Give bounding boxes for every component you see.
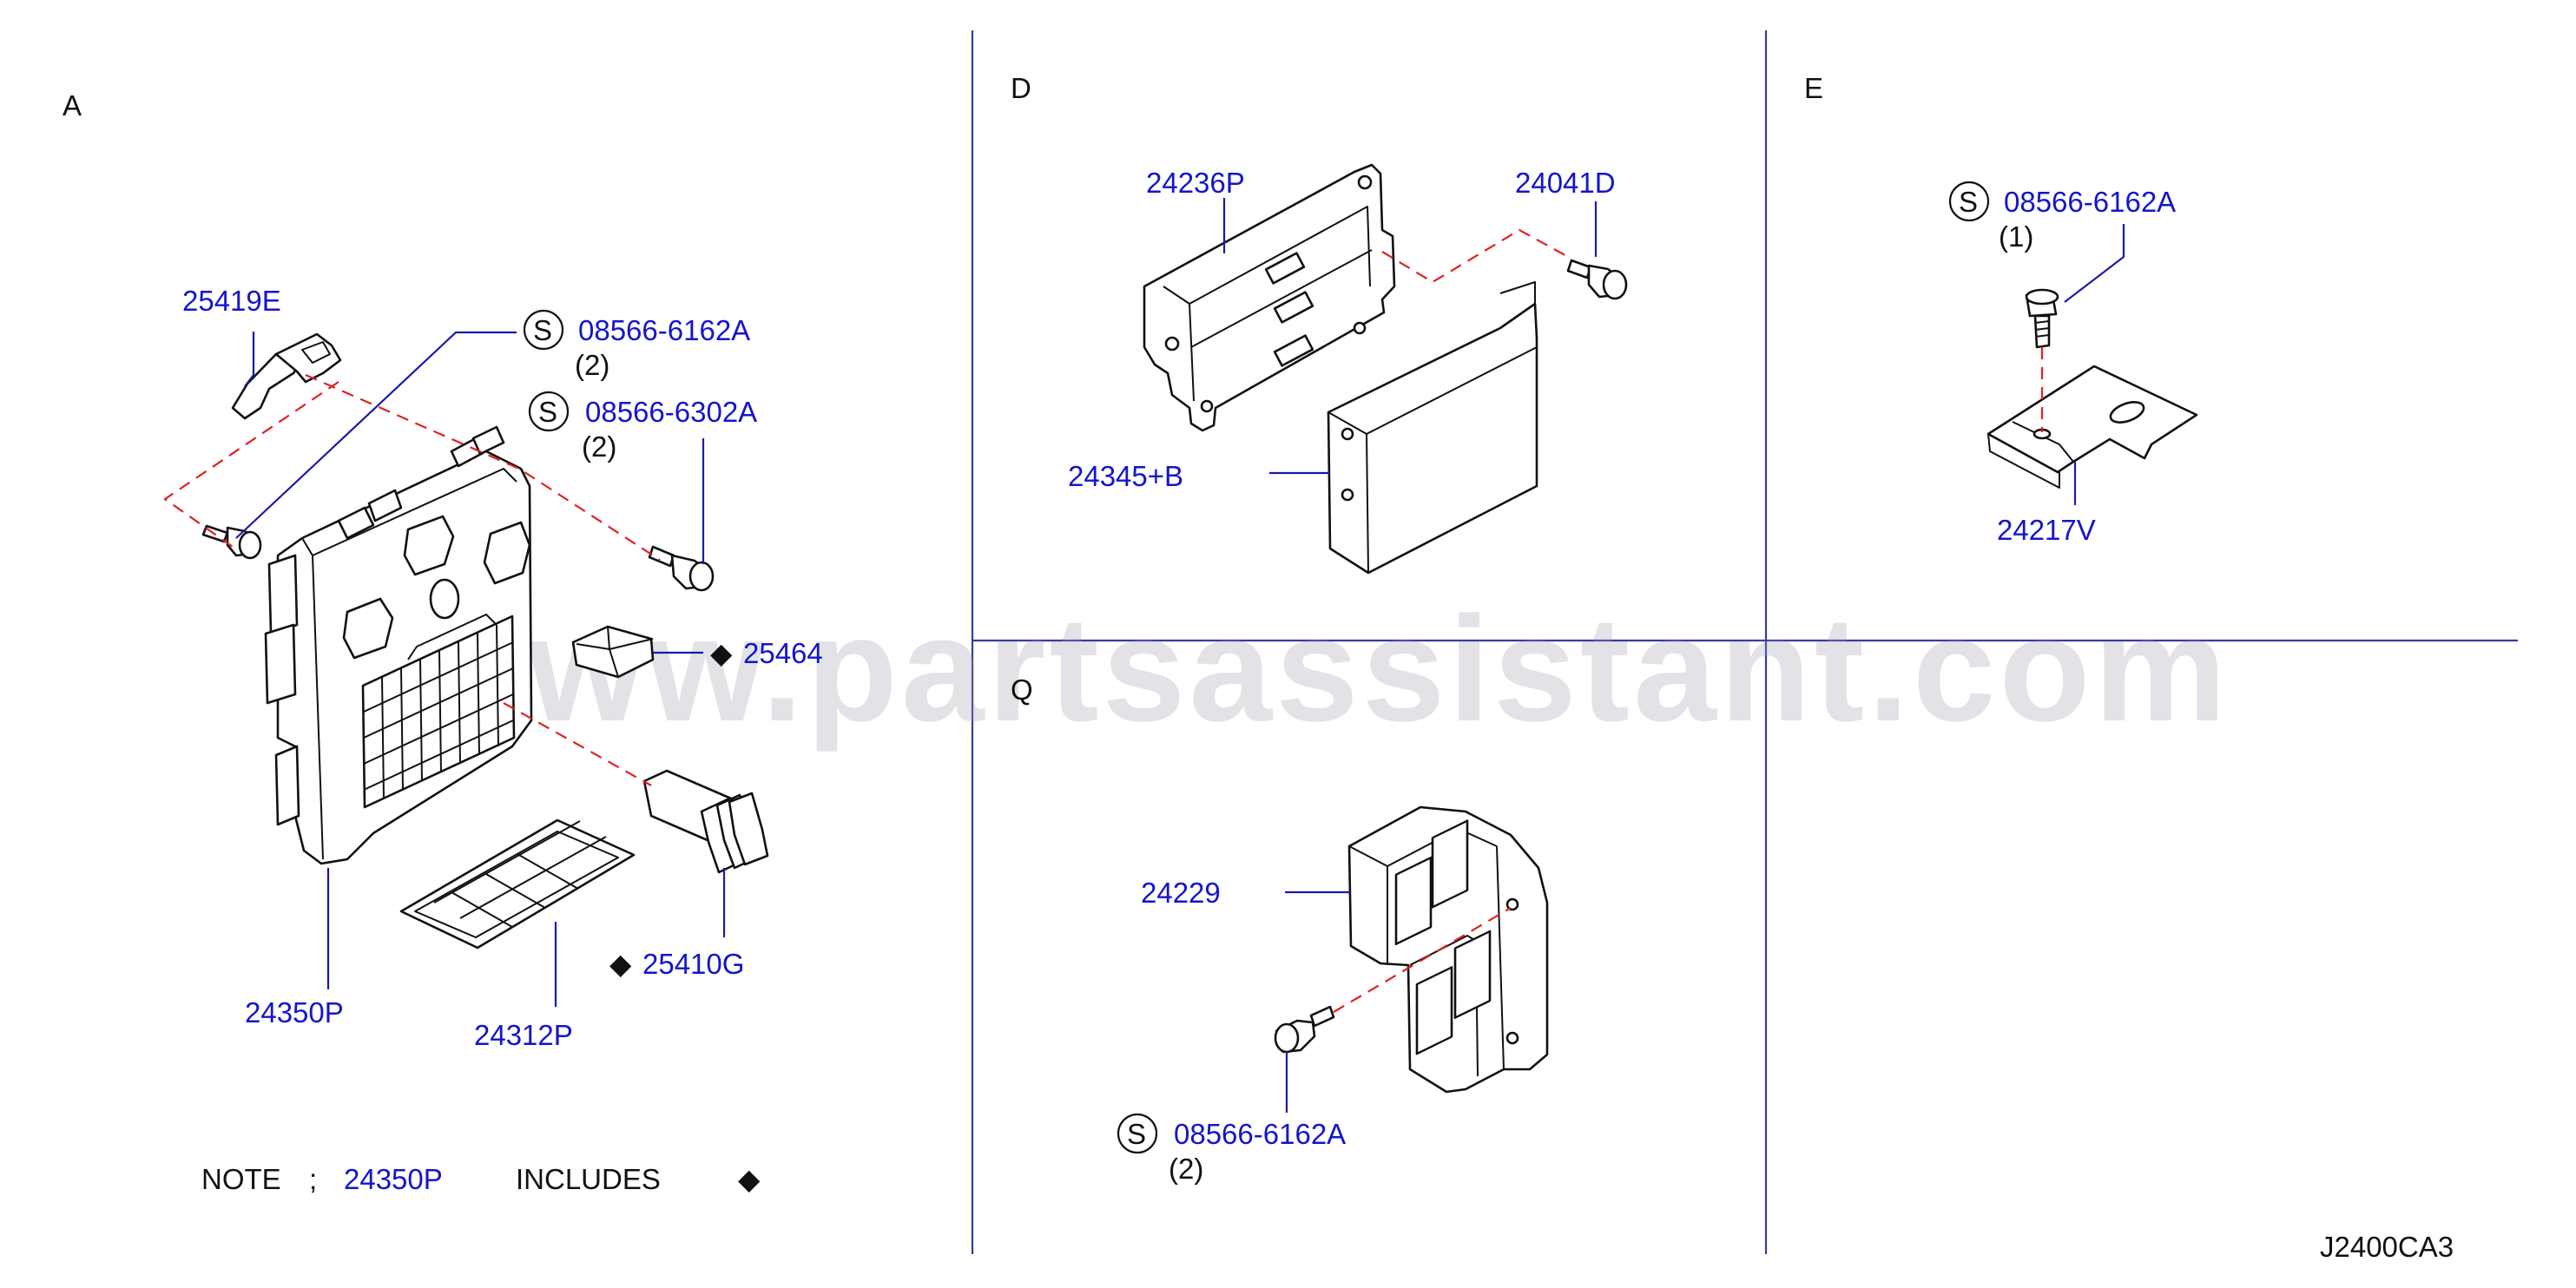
- bracket-24229-drawing: [1347, 805, 1549, 1094]
- s-circle-icon: [1948, 181, 1990, 222]
- s-symbol: S: [538, 396, 557, 428]
- part-label-24350p[interactable]: 24350P: [245, 996, 344, 1028]
- part-label-24236p[interactable]: 24236P: [1146, 167, 1245, 199]
- s-symbol: S: [1127, 1118, 1146, 1150]
- note-part-label[interactable]: 24350P: [344, 1163, 443, 1195]
- leader-08566-6162a-a: [235, 331, 517, 539]
- part-label-24345b[interactable]: 24345+B: [1068, 460, 1183, 492]
- s-circle-icon: [1117, 1113, 1158, 1154]
- diagram-code: J2400CA3: [2320, 1231, 2454, 1263]
- section-label-e: E: [1804, 72, 1823, 104]
- section-label-q: Q: [1011, 674, 1033, 706]
- note-separator: ;: [309, 1163, 317, 1195]
- leader-08566-6162a-e: [2064, 224, 2125, 303]
- part-label-08566-6302a[interactable]: 08566-6302A: [585, 396, 757, 428]
- guide-line-a-right: [305, 373, 661, 561]
- s-symbol: S: [533, 314, 552, 346]
- connector-25410g-drawing: [642, 769, 769, 874]
- part-label-25464[interactable]: 25464: [743, 637, 823, 669]
- screw-q-drawing: [1274, 1005, 1335, 1054]
- part-label-24312p[interactable]: 24312P: [474, 1019, 573, 1051]
- screw-24041d-drawing: [1566, 259, 1628, 300]
- module-24345b-drawing: [1327, 281, 1538, 575]
- section-label-a: A: [63, 89, 82, 122]
- screw-a-left-drawing: [201, 524, 262, 560]
- quantity-label: (2): [1169, 1153, 1203, 1185]
- diamond-symbol: ◆: [710, 637, 733, 669]
- note-prefix: NOTE: [201, 1163, 281, 1195]
- section-q-drawing: [1274, 805, 1549, 1113]
- part-label-08566-6162a-e[interactable]: 08566-6162A: [2004, 186, 2176, 218]
- watermark: www.partsassistant.com: [407, 586, 2230, 752]
- cover-24312p-drawing: [399, 818, 636, 950]
- fuse-25464-drawing: [571, 625, 655, 679]
- diamond-symbol: ◆: [609, 948, 632, 980]
- section-e-drawing: [1986, 224, 2198, 505]
- quantity-label: (2): [582, 430, 616, 463]
- part-label-24041d[interactable]: 24041D: [1515, 167, 1616, 199]
- guide-line-q: [1333, 907, 1512, 1013]
- s-circle-icon: [528, 391, 570, 432]
- part-label-25410g[interactable]: 25410G: [642, 948, 744, 980]
- bracket-24236p-drawing: [1143, 163, 1396, 432]
- s-circle-icon: [523, 309, 564, 351]
- fuse-block-24350p-drawing: [264, 425, 533, 865]
- bracket-25419e-drawing: [231, 332, 342, 420]
- section-a-drawing: [163, 331, 769, 1007]
- bracket-24217v-drawing: [1986, 365, 2198, 489]
- s-symbol: S: [1959, 186, 1978, 218]
- note-includes: INCLUDES: [516, 1163, 661, 1195]
- part-label-25419e[interactable]: 25419E: [182, 285, 281, 317]
- quantity-label: (2): [575, 349, 609, 381]
- screw-e-drawing: [2025, 288, 2059, 349]
- guide-line-a-left: [163, 381, 339, 548]
- part-label-24217v[interactable]: 24217V: [1997, 514, 2096, 546]
- guide-line-d: [1381, 228, 1572, 284]
- leader-25419e: [244, 332, 255, 387]
- part-label-08566-6162a-q[interactable]: 08566-6162A: [1174, 1118, 1346, 1150]
- section-d-drawing: [1143, 163, 1628, 575]
- note-diamond-symbol: ◆: [738, 1163, 761, 1195]
- part-label-24229[interactable]: 24229: [1141, 877, 1221, 909]
- quantity-label: (1): [1999, 220, 2033, 253]
- guide-line-a-connector: [503, 702, 652, 786]
- section-label-d: D: [1011, 72, 1031, 104]
- part-label-08566-6162a-a[interactable]: 08566-6162A: [578, 314, 750, 346]
